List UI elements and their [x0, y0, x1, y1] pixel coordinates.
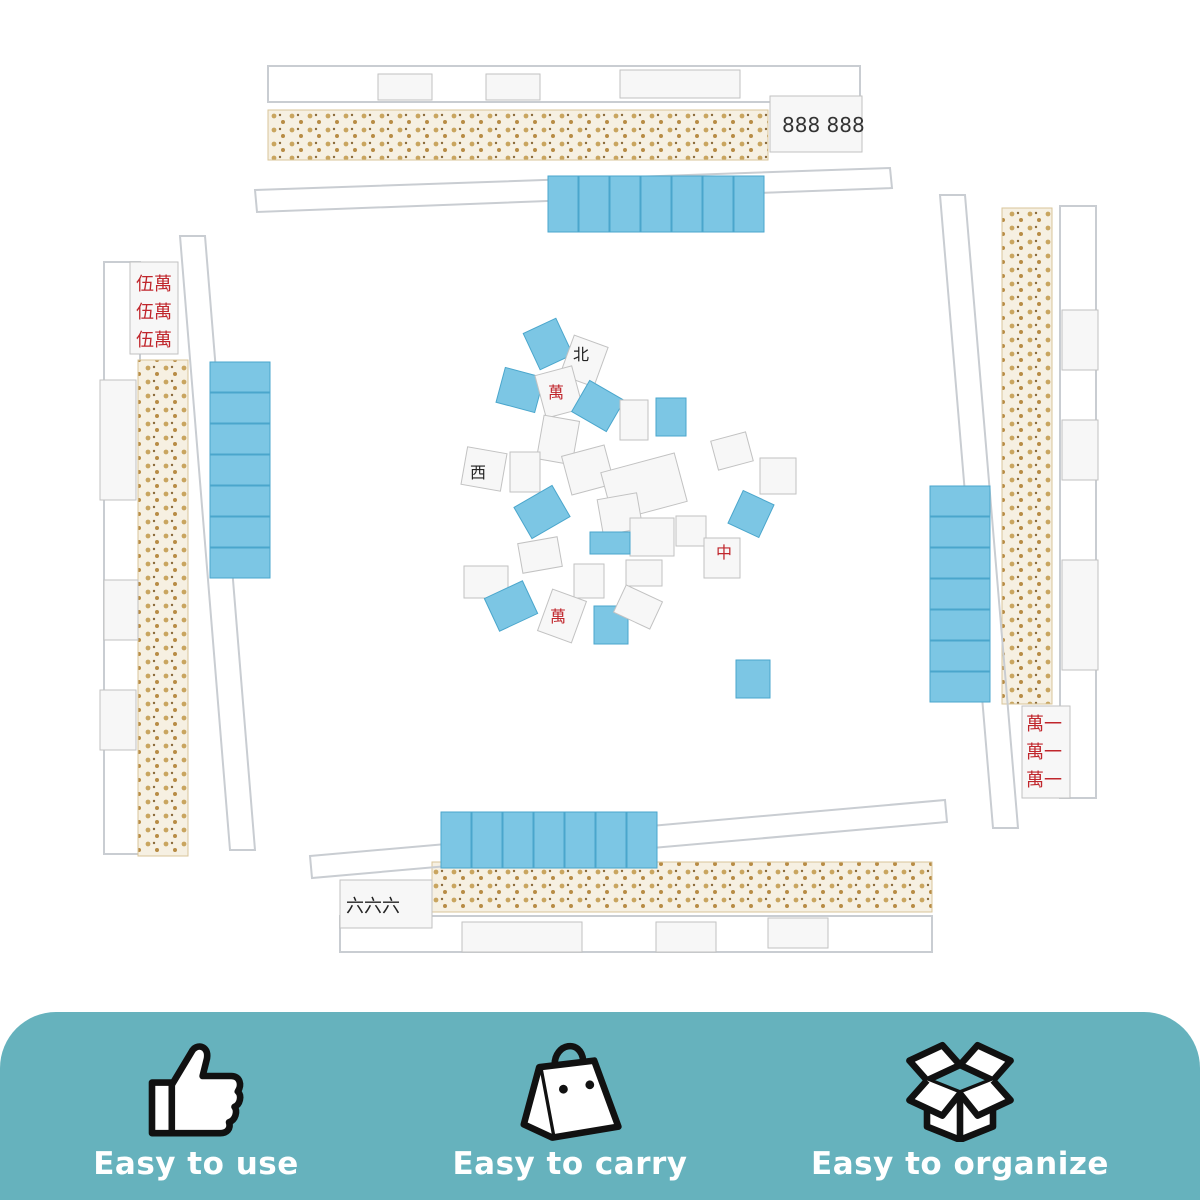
svg-text:888 888: 888 888: [782, 113, 865, 137]
svg-text:萬: 萬: [550, 607, 566, 626]
feature-banner: Easy to use Easy to carry Easy to organi…: [0, 1012, 1200, 1200]
svg-text:伍萬: 伍萬: [136, 274, 172, 295]
center-tile-pile: 北 萬 西 中 萬: [460, 317, 797, 699]
feature-easy-to-carry: Easy to carry: [420, 1012, 720, 1200]
feature-easy-to-organize: Easy to organize: [810, 1012, 1110, 1200]
mahjong-set-photo: 888 888 伍萬 伍萬 伍萬: [99, 65, 1099, 953]
svg-text:西: 西: [470, 463, 486, 482]
svg-text:萬一: 萬一: [1026, 714, 1062, 735]
right-blue-tiles: [929, 485, 991, 703]
feature-easy-to-use: Easy to use: [46, 1012, 346, 1200]
svg-text:伍萬: 伍萬: [136, 302, 172, 323]
right-rack: 萬一 萬一 萬一: [938, 194, 1099, 829]
feature-label: Easy to use: [93, 1146, 299, 1182]
svg-text:萬一: 萬一: [1026, 742, 1062, 763]
svg-text:六六六: 六六六: [346, 896, 400, 917]
thumbs-up-icon: [148, 1043, 244, 1137]
open-box-icon: [906, 1041, 1014, 1142]
svg-text:萬: 萬: [548, 383, 564, 402]
left-rack: 伍萬 伍萬 伍萬: [99, 235, 257, 857]
feature-label: Easy to organize: [811, 1146, 1109, 1182]
top-rack: 888 888: [253, 65, 894, 214]
svg-text:萬一: 萬一: [1026, 770, 1062, 791]
svg-text:中: 中: [716, 543, 732, 562]
shopping-bag-icon: [520, 1042, 622, 1141]
bottom-rack: 六六六: [308, 798, 949, 953]
left-blue-tiles: [209, 361, 271, 579]
top-blue-tiles: [547, 175, 765, 233]
feature-label: Easy to carry: [452, 1146, 688, 1182]
bottom-blue-tiles: [440, 811, 658, 869]
svg-text:北: 北: [573, 345, 589, 364]
svg-text:伍萬: 伍萬: [136, 330, 172, 351]
